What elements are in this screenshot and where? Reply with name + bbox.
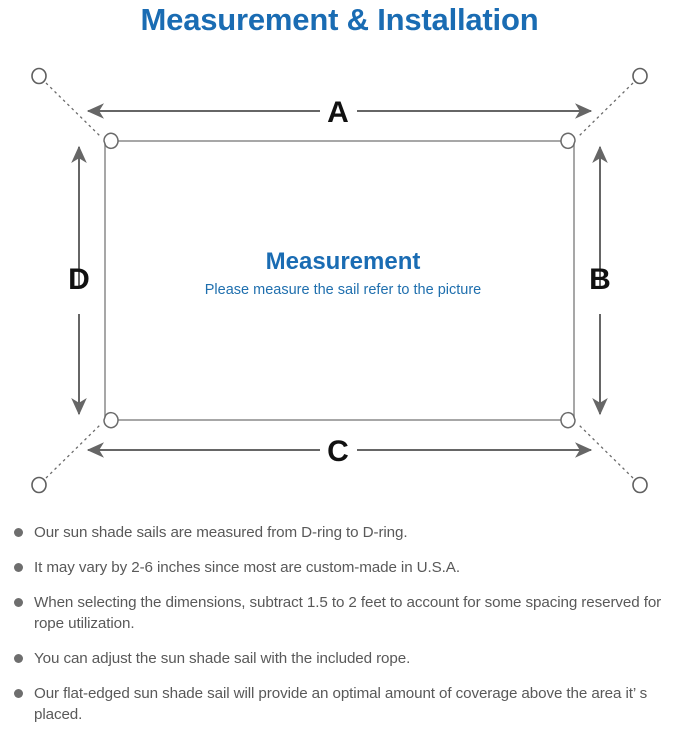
sail-measurement-svg: A C D B Measurement Please measure the s… [31,67,648,494]
anchor-ring-top-left-icon [31,67,47,85]
dimension-label-c: C [327,435,349,468]
dimension-label-b: B [589,263,611,296]
bullet-icon [14,689,23,698]
list-item: It may vary by 2-6 inches since most are… [0,557,679,578]
d-rings [103,132,576,429]
list-item: Our sun shade sails are measured from D-… [0,522,679,543]
d-ring-bottom-right-icon [560,411,576,429]
list-item: Our flat-edged sun shade sail will provi… [0,683,679,725]
rope-bottom-left [45,424,101,479]
page-title: Measurement & Installation [140,2,539,37]
bullet-icon [14,598,23,607]
list-item: You can adjust the sun shade sail with t… [0,648,679,669]
diagram-container: A C D B Measurement Please measure the s… [0,46,679,516]
bullet-icon [14,563,23,572]
diagram-center-heading: Measurement [266,248,421,275]
list-item-text: You can adjust the sun shade sail with t… [34,650,411,667]
diagram-center-subtext: Please measure the sail refer to the pic… [205,282,481,298]
anchor-ring-bottom-right-icon [632,476,648,494]
anchor-ring-top-right-icon [632,67,648,85]
list-item-text: It may vary by 2-6 inches since most are… [34,559,460,576]
rope-lines [45,82,634,479]
bullet-icon [14,528,23,537]
rope-top-right [578,82,634,137]
list-item-text: Our flat-edged sun shade sail will provi… [34,685,648,723]
sail-outline [104,140,575,421]
d-ring-bottom-left-icon [103,411,119,429]
rope-bottom-right [578,424,634,479]
anchor-ring-bottom-left-icon [31,476,47,494]
list-item-text: When selecting the dimensions, subtract … [34,594,662,632]
rope-top-left [45,82,101,137]
list-item: When selecting the dimensions, subtract … [0,592,679,634]
anchor-rings [31,67,648,494]
dimension-label-a: A [327,96,349,129]
d-ring-top-right-icon [560,132,576,150]
d-ring-top-left-icon [103,132,119,150]
bullet-icon [14,654,23,663]
list-item-text: Our sun shade sails are measured from D-… [34,524,408,541]
dimension-label-d: D [68,263,90,296]
notes-list: Our sun shade sails are measured from D-… [0,522,679,739]
